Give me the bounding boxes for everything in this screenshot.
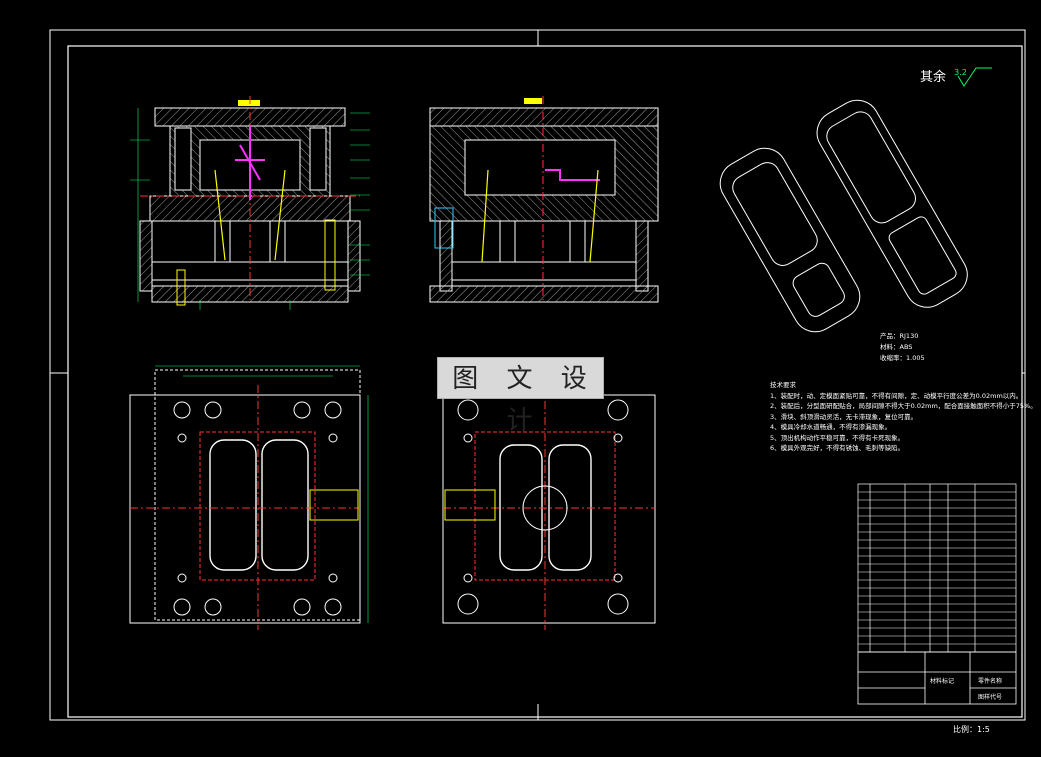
scale-note: 比例：1:5 [953, 725, 990, 734]
plan-view-fixed [442, 385, 656, 630]
tech-item: 4、模具冷却水道畅通，不得有渗漏现象。 [770, 423, 892, 431]
roughness-symbol [957, 67, 992, 87]
roughness-value: 3.2 [954, 68, 967, 77]
tech-item: 5、顶出机构动作平稳可靠，不得有卡死现象。 [770, 433, 905, 442]
part-name-label: 零件名称 [978, 678, 1003, 685]
product-info-line: 材料：ABS [880, 343, 913, 351]
tech-item: 2、装配后，分型面研配贴合，局部间隙不得大于0.02mm，配合面接触面积不得小于… [770, 402, 1037, 410]
isometric-parts [719, 99, 968, 333]
material-label: 材料标记 [930, 678, 955, 685]
tech-item: 3、滑块、斜顶滑动灵活，无卡滞现象，复位可靠。 [770, 412, 918, 421]
technical-requirements: 技术要求 1、装配时，动、定模面紧贴可靠，不得有间隙，定、动模平行度公差为0.0… [770, 380, 1037, 454]
tech-item: 1、装配时，动、定模面紧贴可靠，不得有间隙，定、动模平行度公差为0.02mm以内… [770, 391, 1023, 400]
watermark-banner: 图 文 设 计 [437, 357, 604, 436]
title-block [857, 651, 1017, 705]
product-info-line: 产品：RJ130 [880, 332, 919, 340]
bom-rows [858, 491, 1016, 645]
plan-view-moving [129, 365, 369, 630]
bom-table [857, 483, 1017, 653]
section-view-right [429, 96, 659, 303]
tech-item: 6、模具外观完好，不得有锈蚀、毛刺等缺陷。 [770, 444, 905, 452]
drawing-no-label: 图样代号 [978, 694, 1003, 701]
product-info-line: 收缩率：1.005 [880, 354, 925, 362]
product-info: 产品：RJ130 材料：ABS 收缩率：1.005 [880, 331, 925, 364]
frame-ticks [50, 30, 1025, 720]
surface-roughness-note: 其余 3.2 [920, 66, 967, 85]
tech-title: 技术要求 [770, 381, 796, 389]
section-view-left [130, 96, 370, 310]
sheet-inner-border [67, 45, 1023, 718]
roughness-label: 其余 [920, 70, 947, 85]
